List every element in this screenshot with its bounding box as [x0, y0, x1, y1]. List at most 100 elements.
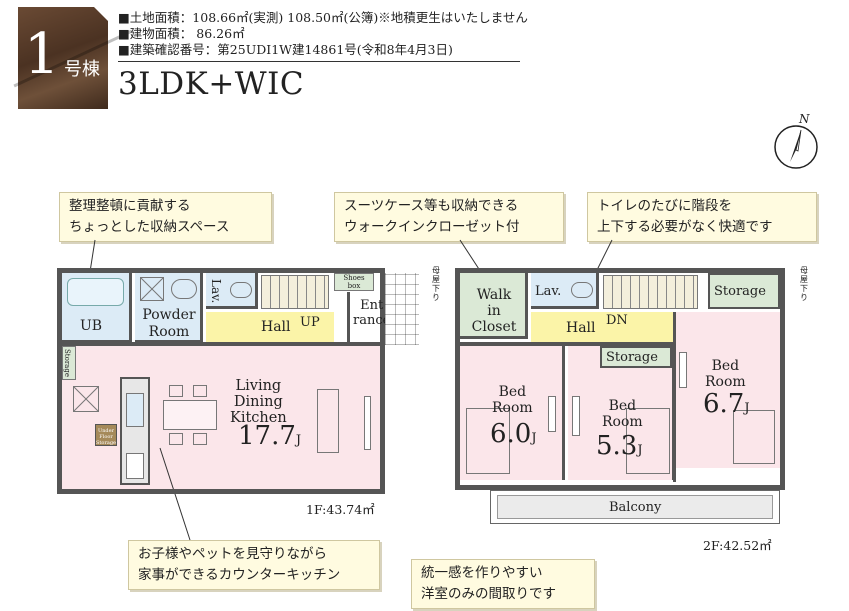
room-wic: Walk in Closet	[460, 273, 528, 339]
room-lav-2f: Lav.	[531, 273, 599, 309]
balcony-label: Balcony	[609, 500, 662, 515]
balcony: Balcony	[490, 490, 780, 524]
shoes-box-label-line1: Shoes	[343, 274, 365, 282]
header-divider	[118, 61, 520, 62]
room-bed2-size: 5.3J	[596, 433, 643, 459]
sink-icon	[126, 393, 144, 427]
callout-kitchen-line1: お子様やペットを見守りながら	[138, 546, 327, 562]
room-storage-2f-top-label: Storage	[714, 284, 766, 299]
room-bed1: Bed Room 6.0J	[460, 346, 565, 480]
sofa-icon	[317, 389, 339, 453]
callout-wic-line1: スーツケース等も収納できる	[344, 198, 519, 214]
room-bed2-size-unit: J	[637, 443, 643, 458]
room-bed2-label: Bed Room	[602, 398, 643, 430]
room-storage-2f-mid: Storage	[600, 346, 672, 368]
room-bed3-size-value: 6.7	[703, 389, 745, 419]
unit-badge: 1 号棟	[13, 7, 133, 109]
attic-right-char1: 母	[800, 266, 808, 275]
callout-western: 統一感を作りやすい 洋室のみの間取りです	[411, 559, 595, 609]
room-hall-1f: Hall	[206, 312, 334, 342]
compass-label: N	[799, 112, 810, 126]
underfloor-storage-label: Under Floor Storage	[96, 425, 116, 446]
badge-fold	[94, 7, 108, 21]
callout-western-line1: 統一感を作りやすい	[421, 565, 543, 581]
room-entrance-label: Ent rance	[353, 298, 390, 328]
room-ldk-size-value: 17.7	[238, 421, 296, 451]
callout-wic-line2: ウォークインクローゼット付	[344, 219, 520, 235]
chair-icon	[169, 385, 183, 397]
bed-icon	[626, 408, 670, 474]
bathtub-icon	[67, 278, 124, 306]
attic-left-char3: 下	[432, 284, 440, 293]
toilet-icon	[230, 282, 252, 298]
unit-label: 号棟	[64, 59, 100, 80]
room-bed3-label-line2: Room	[705, 374, 746, 390]
floor1-inner-wall	[57, 342, 385, 346]
callout-wic: スーツケース等も収納できる ウォークインクローゼット付	[334, 192, 564, 242]
bed-icon	[733, 410, 775, 464]
room-powder-label-line2: Room	[148, 324, 190, 340]
shoes-box-label-line2: box	[347, 282, 361, 290]
floor2-outer-wall	[455, 268, 785, 490]
room-ldk-size-unit: J	[295, 433, 302, 448]
room-bed3-label-line1: Bed	[711, 358, 740, 374]
room-lav-1f-label: Lav.	[209, 279, 223, 304]
stairs-dn-label: DN	[606, 313, 628, 328]
layout-title: 3LDK+WIC	[118, 66, 305, 102]
room-wic-label-line1: Walk	[476, 287, 512, 303]
room-bed3-label: Bed Room	[705, 358, 746, 390]
spec-building-area: ■建物面積： 86.26㎡	[118, 26, 245, 41]
stairs-1f	[261, 275, 329, 309]
attic-right-label: 母 屋 下 り	[800, 266, 808, 302]
room-bed2: Bed Room 5.3J	[568, 346, 675, 480]
attic-right-char4: り	[800, 293, 808, 302]
callout-toilet-line2: 上下する必要がなく快適です	[597, 219, 773, 235]
room-powder: Powder Room	[135, 273, 203, 343]
floor2-inner-wall	[455, 342, 675, 346]
room-bed2-label-line1: Bed	[608, 398, 637, 414]
room-entrance: Ent rance	[347, 292, 390, 342]
room-entrance-label-line2: rance	[353, 313, 391, 328]
room-bed1-label: Bed Room	[492, 384, 533, 416]
kitchen-counter	[120, 377, 150, 485]
room-hall-1f-label: Hall	[261, 319, 291, 335]
floor2-bed3-wall	[673, 312, 676, 482]
entrance-porch	[385, 273, 419, 345]
callout-toilet: トイレのたびに階段を 上下する必要がなく快適です	[587, 192, 817, 242]
room-bed3: Bed Room 6.7J	[675, 312, 780, 468]
attic-left-label: 母 屋 下 り	[432, 266, 440, 302]
attic-left-char1: 母	[432, 266, 440, 275]
callout-toilet-line1: トイレのたびに階段を	[597, 198, 732, 214]
compass-icon: N	[772, 112, 820, 172]
callout-storage-line1: 整理整頓に貢献する	[69, 198, 191, 214]
room-storage-1f-label: Storage	[63, 349, 71, 377]
chair-icon	[193, 385, 207, 397]
room-bed3-size: 6.7J	[703, 391, 750, 417]
room-powder-label: Powder Room	[140, 307, 198, 341]
closet-icon	[572, 396, 580, 436]
underfloor-label-line1: Under	[98, 428, 114, 434]
spec-land-area: ■土地面積：108.66㎡(実測) 108.50㎡(公簿)※地積更生はいたしませ…	[118, 10, 528, 25]
underfloor-storage: Under Floor Storage	[95, 424, 117, 446]
room-wic-label: Walk in Closet	[468, 287, 520, 335]
attic-right-char3: 下	[800, 284, 808, 293]
callout-storage-line2: ちょっとした収納スペース	[69, 219, 230, 235]
room-bed1-label-line1: Bed	[498, 384, 527, 400]
balcony-floor	[497, 495, 773, 519]
room-storage-2f-mid-label: Storage	[606, 350, 658, 365]
closet-icon	[548, 396, 556, 432]
room-bed1-size-unit: J	[531, 431, 537, 446]
attic-right-char2: 屋	[800, 275, 808, 284]
toilet-icon	[571, 282, 593, 298]
room-ldk-label-line1: Living	[235, 378, 282, 394]
room-hall-2f-label: Hall	[566, 320, 596, 336]
washer-icon	[140, 277, 164, 301]
floor2-area: 2F:42.52㎡	[703, 538, 772, 553]
underfloor-label-line2: Floor	[99, 434, 113, 440]
spec-confirmation-number: ■建築確認番号：第25UDI1W建14861号(令和8年4月3日)	[118, 42, 453, 57]
underfloor-label-line3: Storage	[96, 440, 116, 446]
room-ub: UB	[62, 273, 132, 343]
shoes-box: Shoes box	[334, 273, 374, 291]
unit-number: 1	[24, 22, 60, 87]
skylight-icon	[73, 386, 99, 412]
